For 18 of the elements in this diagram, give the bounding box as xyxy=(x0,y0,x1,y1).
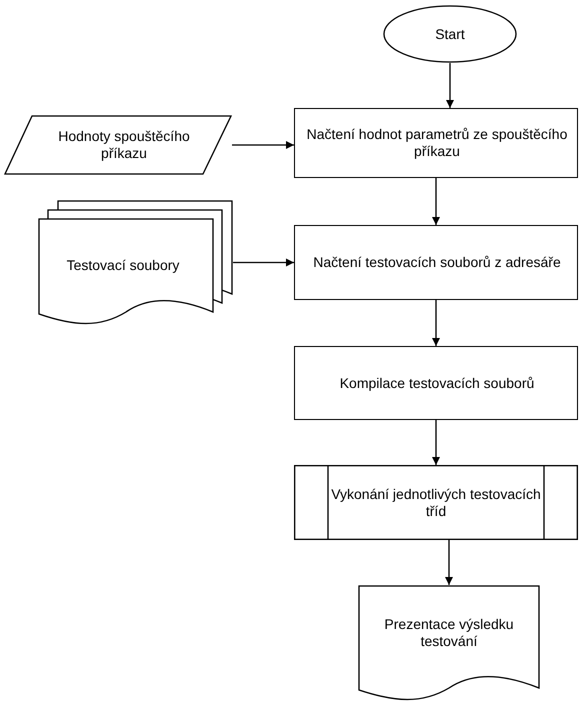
node-label: Testovací soubory xyxy=(66,256,180,274)
node-label: Start xyxy=(435,26,465,42)
arrow xyxy=(232,141,294,149)
arrow xyxy=(445,540,453,585)
node-label: Hodnoty spouštěcího příkazu xyxy=(57,128,191,162)
arrow xyxy=(446,63,454,108)
process-box xyxy=(294,346,578,420)
node-label: Prezentace výsledku testování xyxy=(383,616,515,650)
process-box xyxy=(294,225,578,300)
arrow xyxy=(432,300,440,346)
arrow xyxy=(432,420,440,465)
arrow xyxy=(432,178,440,225)
process-box xyxy=(294,108,578,178)
arrow xyxy=(233,258,294,266)
node-label: Načtení testovacích souborů z adresáře xyxy=(313,254,561,271)
node-label: Kompilace testovacích souborů xyxy=(340,374,534,392)
node-label: Vykonání jednotlivých testovacích tříd xyxy=(330,486,542,520)
node-label: Načtení hodnot parametrů ze spouštěcího příkazu xyxy=(306,126,568,160)
